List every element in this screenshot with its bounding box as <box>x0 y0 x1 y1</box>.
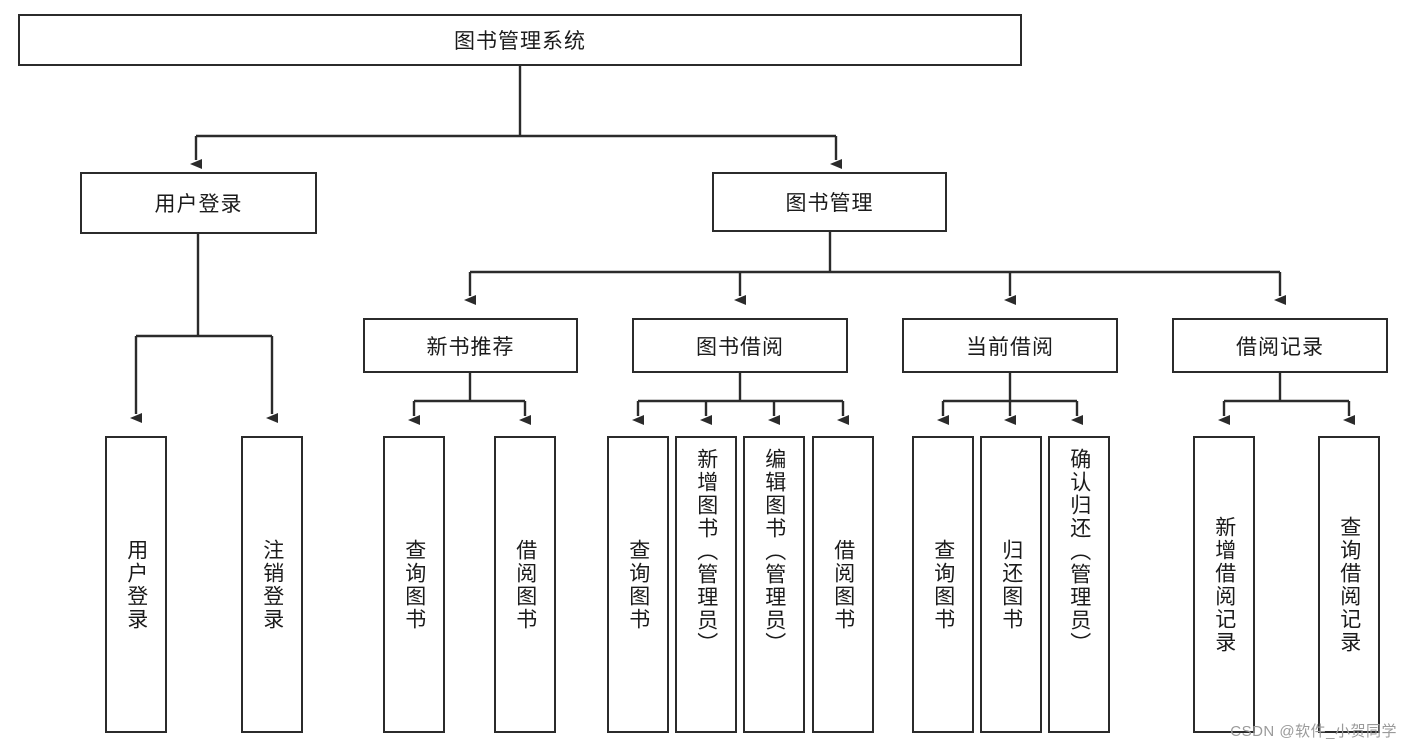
node-book-management[interactable]: 图书管理 <box>712 172 947 232</box>
node-user-login[interactable]: 用户登录 <box>80 172 317 234</box>
node-book-borrow[interactable]: 图书借阅 <box>632 318 848 373</box>
node-label: 当前借阅 <box>966 335 1054 359</box>
leaf-current-borrow-return[interactable]: 归还图书 <box>980 436 1042 733</box>
node-label: 借阅记录 <box>1236 335 1324 359</box>
leaf-label: 查询图书 <box>931 538 955 631</box>
leaf-borrow-record-add[interactable]: 新增借阅记录 <box>1193 436 1255 733</box>
leaf-label: 用户登录 <box>124 538 148 631</box>
node-borrow-record[interactable]: 借阅记录 <box>1172 318 1388 373</box>
node-label: 图书借阅 <box>696 335 784 359</box>
node-label: 新书推荐 <box>426 335 515 359</box>
leaf-book-borrow-query[interactable]: 查询图书 <box>607 436 669 733</box>
watermark: CSDN @软件_小贺同学 <box>1230 723 1397 740</box>
leaf-label: 借阅图书 <box>513 538 537 631</box>
node-label: 图书管理 <box>785 192 874 215</box>
leaf-label: 查询图书 <box>626 538 650 631</box>
node-label: 用户登录 <box>154 193 243 216</box>
leaf-label: 新增借阅记录 <box>1212 515 1236 654</box>
leaf-new-book-query[interactable]: 查询图书 <box>383 436 445 733</box>
leaf-current-borrow-confirm-return[interactable]: 确认归还（管理员） <box>1048 436 1110 733</box>
node-label: 图书管理系统 <box>454 30 586 53</box>
leaf-user-login-login[interactable]: 用户登录 <box>105 436 167 733</box>
leaf-new-book-borrow[interactable]: 借阅图书 <box>494 436 556 733</box>
leaf-book-borrow-borrow[interactable]: 借阅图书 <box>812 436 874 733</box>
leaf-borrow-record-query[interactable]: 查询借阅记录 <box>1318 436 1380 733</box>
leaf-label: 查询借阅记录 <box>1337 515 1361 654</box>
node-root-system[interactable]: 图书管理系统 <box>18 14 1022 66</box>
leaf-label: 归还图书 <box>999 538 1023 631</box>
leaf-label: 查询图书 <box>402 538 426 631</box>
leaf-label: 新增图书（管理员） <box>694 448 718 655</box>
leaf-book-borrow-edit[interactable]: 编辑图书（管理员） <box>743 436 805 733</box>
leaf-label: 编辑图书（管理员） <box>762 448 786 655</box>
leaf-current-borrow-query[interactable]: 查询图书 <box>912 436 974 733</box>
leaf-label: 注销登录 <box>260 538 284 631</box>
node-current-borrow[interactable]: 当前借阅 <box>902 318 1118 373</box>
leaf-book-borrow-add[interactable]: 新增图书（管理员） <box>675 436 737 733</box>
node-new-book-recommend[interactable]: 新书推荐 <box>363 318 578 373</box>
leaf-label: 确认归还（管理员） <box>1067 448 1091 655</box>
leaf-user-login-logout[interactable]: 注销登录 <box>241 436 303 733</box>
leaf-label: 借阅图书 <box>831 538 855 631</box>
